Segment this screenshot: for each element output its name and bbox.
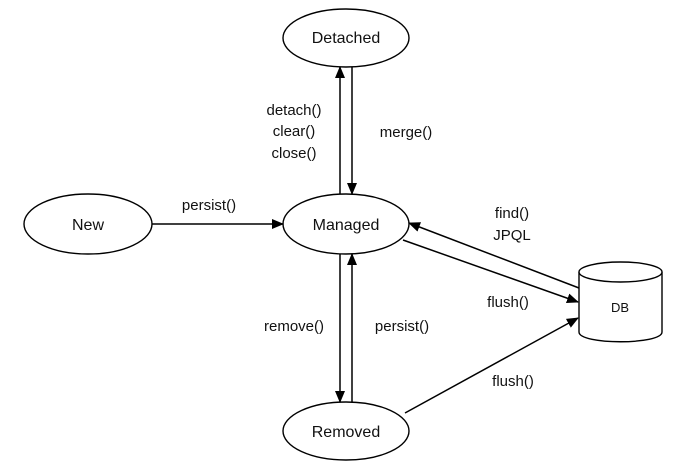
node-new-label: New: [72, 217, 104, 234]
node-removed-label: Removed: [312, 424, 380, 441]
node-managed-label: Managed: [313, 217, 380, 234]
node-detached-label: Detached: [312, 30, 381, 47]
edge-label-jpql: JPQL: [493, 227, 531, 244]
edge-label-detach: detach(): [266, 102, 321, 119]
edge-managed-to-db: [402, 239, 579, 304]
edge-label-clear: clear(): [273, 123, 316, 140]
edge-label-close: close(): [271, 145, 316, 162]
node-db: DB: [578, 261, 663, 343]
node-removed: Removed: [282, 401, 410, 461]
edge-label-merge: merge(): [380, 124, 433, 141]
node-new: New: [23, 193, 153, 255]
edge-label-flush-removed: flush(): [492, 373, 534, 390]
node-db-label: DB: [611, 300, 629, 315]
node-managed: Managed: [282, 193, 410, 255]
edge-removed-to-db: [404, 317, 579, 414]
node-detached: Detached: [282, 8, 410, 68]
edge-label-flush-managed: flush(): [487, 294, 529, 311]
edge-label-persist-removed: persist(): [375, 318, 429, 335]
edge-label-persist-new: persist(): [182, 197, 236, 214]
edge-db-to-managed: [408, 222, 580, 289]
edge-label-remove: remove(): [264, 318, 324, 335]
edge-label-find: find(): [495, 205, 529, 222]
